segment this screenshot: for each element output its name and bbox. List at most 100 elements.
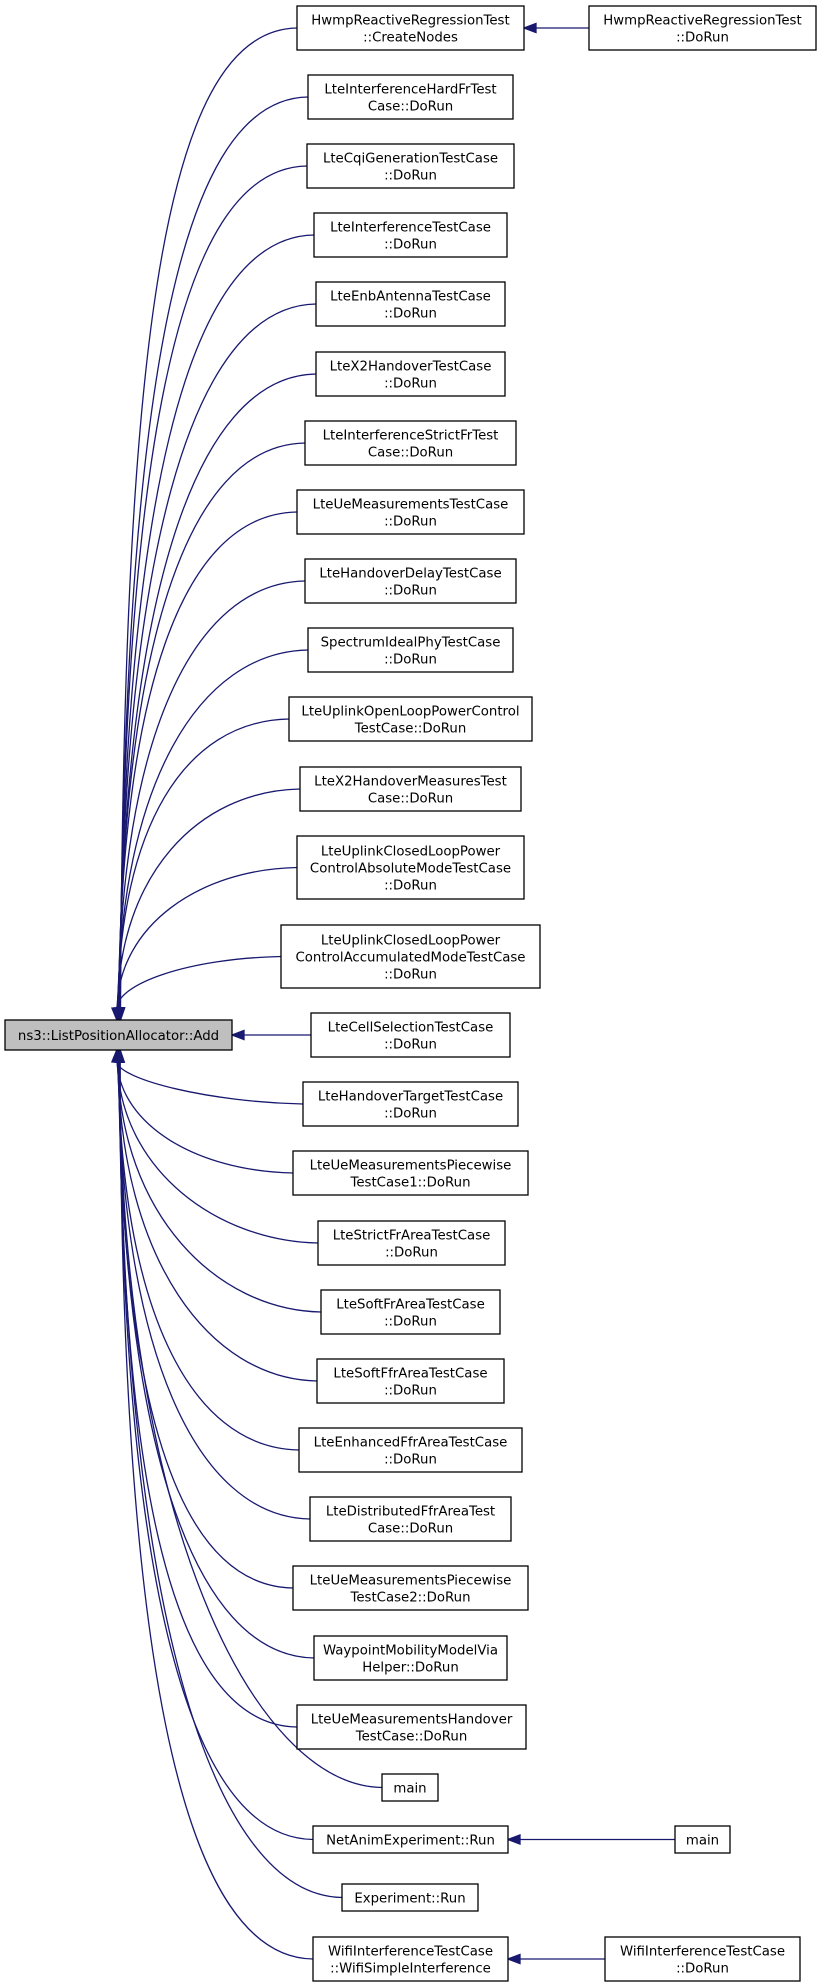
node-lte-cell-selection[interactable]: LteCellSelectionTestCase::DoRun: [310, 1012, 511, 1058]
node-lte-soft-ffr-area[interactable]: LteSoftFfrAreaTestCase::DoRun: [316, 1358, 505, 1404]
node-label: main: [686, 1834, 719, 1849]
arrowhead-main-2: [506, 1834, 521, 1845]
node-box: [312, 1825, 509, 1854]
edge-lte-cqi: [119, 165, 308, 1009]
arrowhead-hwmp-dorun: [522, 22, 537, 34]
node-main-2[interactable]: main: [674, 1825, 731, 1854]
node-label: LteUeMeasurementsPiecewise: [310, 1159, 512, 1174]
node-box: [313, 212, 508, 258]
edge-lte-x2-handover: [118, 373, 317, 1009]
node-lte-ue-meas-piecewise1[interactable]: LteUeMeasurementsPiecewiseTestCase1::DoR…: [292, 1150, 529, 1196]
node-label: LteX2HandoverTestCase: [330, 360, 492, 375]
node-hwmp-dorun[interactable]: HwmpReactiveRegressionTest::DoRun: [588, 5, 817, 51]
node-lte-enhanced-ffr-area[interactable]: LteEnhancedFfrAreaTestCase::DoRun: [298, 1427, 523, 1473]
node-label: Experiment::Run: [354, 1892, 465, 1907]
node-label: LteHandoverTargetTestCase: [318, 1090, 503, 1105]
function-nodes: ns3::ListPositionAllocator::Add HwmpReact…: [4, 5, 817, 1982]
edge-lte-enhanced-ffr-area: [117, 1061, 300, 1451]
edge-netanim-run: [119, 1061, 314, 1841]
node-lte-ue-measurements[interactable]: LteUeMeasurementsTestCase::DoRun: [296, 489, 525, 535]
node-label: ::DoRun: [384, 879, 437, 894]
node-box: [313, 1635, 508, 1681]
node-label: ::DoRun: [385, 1246, 438, 1261]
node-label: HwmpReactiveRegressionTest: [603, 14, 801, 29]
node-lte-soft-fr-area[interactable]: LteSoftFrAreaTestCase::DoRun: [320, 1289, 501, 1335]
node-label: ::DoRun: [384, 307, 437, 322]
node-label: ::DoRun: [384, 1453, 437, 1468]
node-label: LteUplinkClosedLoopPower: [321, 845, 501, 860]
node-label: ::DoRun: [384, 169, 437, 184]
edge-spectrum-ideal-phy: [117, 649, 309, 1009]
node-netanim-run[interactable]: NetAnimExperiment::Run: [312, 1825, 509, 1854]
edge-lte-handover-target: [116, 1061, 304, 1105]
node-box: [674, 1825, 731, 1854]
node-label: ::DoRun: [384, 515, 437, 530]
node-label: LteUeMeasurementsPiecewise: [310, 1574, 512, 1589]
edge-waypoint-mobility: [118, 1061, 315, 1659]
node-label: LteUeMeasurementsTestCase: [313, 498, 509, 513]
node-label: ControlAbsoluteModeTestCase: [310, 862, 511, 877]
node-label: LteCqiGenerationTestCase: [323, 152, 498, 167]
edge-lte-x2-handover-measures: [116, 788, 301, 1009]
node-box: [315, 281, 506, 327]
node-label: Case::DoRun: [368, 1522, 453, 1537]
node-box: [296, 489, 525, 535]
edge-lte-uplink-open-loop: [117, 718, 290, 1009]
node-lte-enb-antenna[interactable]: LteEnbAntennaTestCase::DoRun: [315, 281, 506, 327]
arrowhead-lte-cell-selection: [230, 1029, 245, 1041]
node-box: [304, 420, 517, 466]
node-wifi-dorun[interactable]: WifiInterferenceTestCase::DoRun: [604, 1936, 801, 1982]
node-lte-handover-target[interactable]: LteHandoverTargetTestCase::DoRun: [302, 1081, 519, 1127]
node-box: [296, 5, 525, 51]
node-label: LteStrictFrAreaTestCase: [333, 1229, 491, 1244]
edge-experiment-run: [119, 1061, 343, 1899]
node-hwmp-create[interactable]: HwmpReactiveRegressionTest::CreateNodes: [296, 5, 525, 51]
node-box: [309, 1496, 512, 1542]
node-lte-x2-handover[interactable]: LteX2HandoverTestCase::DoRun: [315, 351, 506, 397]
edge-lte-strict-fr-area: [116, 1061, 319, 1244]
node-label: ControlAccumulatedModeTestCase: [296, 951, 526, 966]
node-root[interactable]: ns3::ListPositionAllocator::Add: [4, 1019, 233, 1051]
node-wifi-simple-interference[interactable]: WifiInterferenceTestCase::WifiSimpleInte…: [312, 1936, 509, 1982]
node-lte-uplink-closed-abs[interactable]: LteUplinkClosedLoopPowerControlAbsoluteM…: [296, 835, 525, 900]
node-lte-cqi[interactable]: LteCqiGenerationTestCase::DoRun: [306, 143, 515, 189]
node-label: ::CreateNodes: [363, 31, 458, 46]
node-label: ::DoRun: [384, 377, 437, 392]
node-lte-handover-delay[interactable]: LteHandoverDelayTestCase::DoRun: [304, 558, 517, 604]
node-lte-strict-fr-area[interactable]: LteStrictFrAreaTestCase::DoRun: [317, 1220, 506, 1266]
node-box: [302, 1081, 519, 1127]
node-label: Case::DoRun: [368, 446, 453, 461]
node-label: Case::DoRun: [368, 792, 453, 807]
arrowhead-wifi-dorun: [506, 1953, 521, 1965]
node-main-1[interactable]: main: [381, 1773, 439, 1802]
node-experiment-run[interactable]: Experiment::Run: [341, 1883, 479, 1912]
node-label: ::DoRun: [676, 31, 729, 46]
node-box: [298, 1427, 523, 1473]
node-lte-ue-meas-piecewise2[interactable]: LteUeMeasurementsPiecewiseTestCase2::DoR…: [292, 1565, 529, 1611]
node-lte-uplink-open-loop[interactable]: LteUplinkOpenLoopPowerControlTestCase::D…: [288, 696, 533, 742]
node-box: [307, 627, 514, 673]
node-label: main: [393, 1782, 426, 1797]
edge-lte-enb-antenna: [118, 303, 317, 1009]
node-box: [306, 143, 515, 189]
edge-lte-interference-strict-fr: [118, 442, 306, 1009]
node-lte-uplink-closed-acc[interactable]: LteUplinkClosedLoopPowerControlAccumulat…: [280, 924, 541, 989]
node-label: LteDistributedFfrAreaTest: [326, 1505, 495, 1520]
edge-lte-ue-meas-piecewise1: [116, 1061, 294, 1174]
node-label: LteEnhancedFfrAreaTestCase: [314, 1436, 508, 1451]
node-lte-interference[interactable]: LteInterferenceTestCase::DoRun: [313, 212, 508, 258]
node-spectrum-ideal-phy[interactable]: SpectrumIdealPhyTestCase::DoRun: [307, 627, 514, 673]
node-label: ::DoRun: [676, 1962, 729, 1977]
edge-lte-uplink-closed-abs: [116, 866, 298, 1009]
node-box: [315, 351, 506, 397]
node-box: [307, 74, 514, 120]
node-box: [292, 1565, 529, 1611]
node-label: ::WifiSimpleInterference: [330, 1962, 491, 1977]
node-label: ::DoRun: [384, 968, 437, 983]
